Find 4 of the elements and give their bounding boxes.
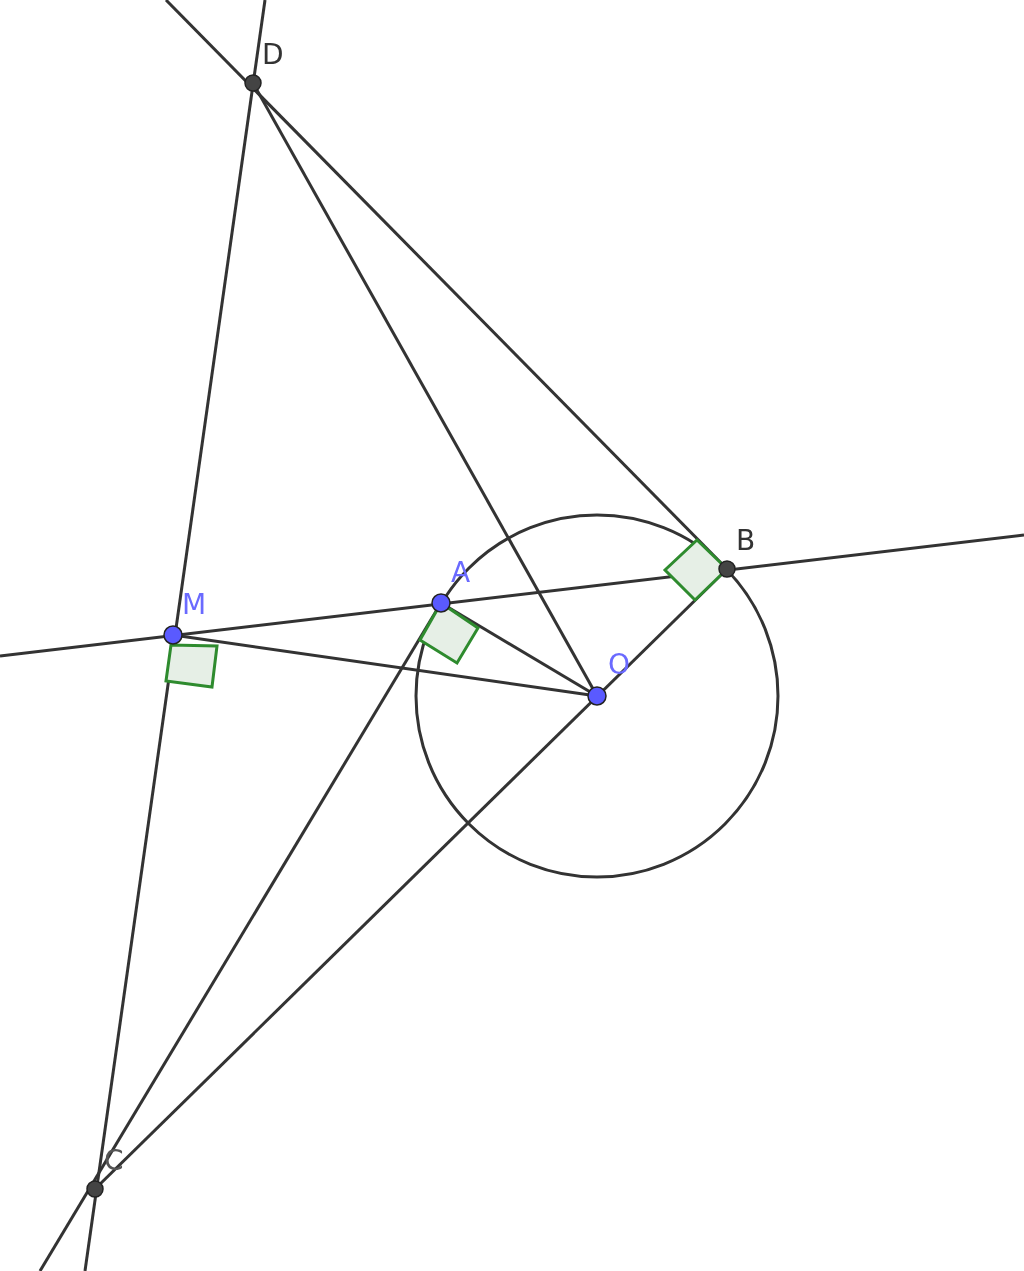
point-label: B: [736, 526, 756, 556]
point-label: M: [182, 590, 207, 620]
point-label: D: [262, 40, 284, 70]
point-label: O: [608, 650, 631, 680]
